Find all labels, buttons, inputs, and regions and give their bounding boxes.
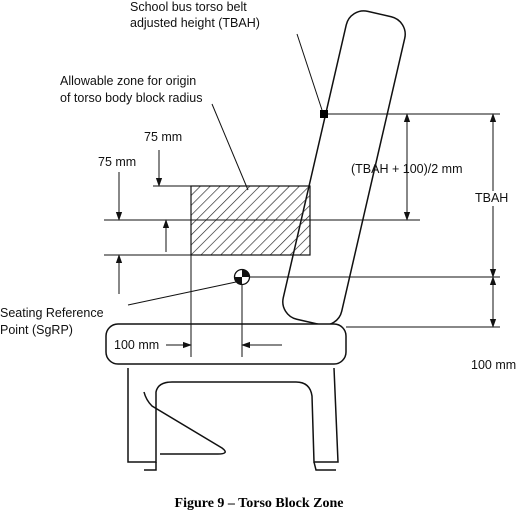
dim-75-left-label: 75 mm	[98, 155, 137, 169]
figure-caption: Figure 9 – Torso Block Zone	[174, 496, 344, 511]
dim-100-horizontal-label: 100 mm	[113, 338, 161, 353]
dim-tbah-label: TBAH	[474, 191, 510, 206]
sgrp-label-line1: Seating Reference	[0, 306, 104, 320]
seat-cushion	[105, 323, 347, 365]
sgrp-label-line2: Point (SgRP)	[0, 323, 73, 337]
belt-anchor-point	[320, 110, 328, 118]
dim-75-top-label: 75 mm	[144, 130, 183, 144]
zone-label-line2: of torso body block radius	[60, 91, 203, 105]
dim-100-vertical-label: 100 mm	[471, 358, 517, 372]
zone-label-line1: Allowable zone for origin	[60, 74, 197, 88]
tbah-belt-label-line1: School bus torso belt	[130, 0, 247, 14]
seat-frame	[127, 367, 339, 471]
leader-lines	[127, 33, 323, 306]
sgrp-symbol	[233, 268, 251, 286]
dim-half-label: (TBAH + 100)/2 mm	[351, 162, 463, 176]
tbah-belt-label-line2: adjusted height (TBAH)	[130, 16, 260, 30]
seat-back	[282, 10, 406, 326]
